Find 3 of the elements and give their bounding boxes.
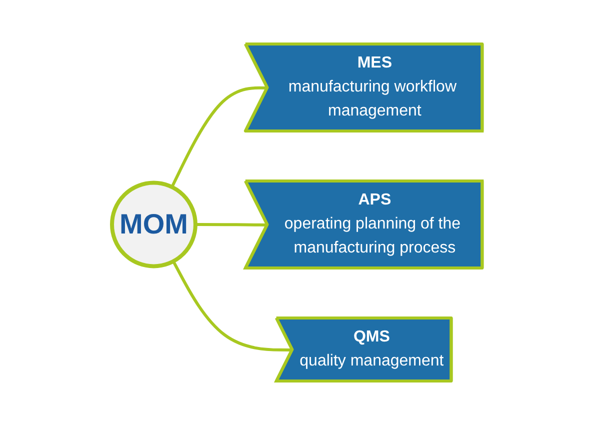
connector	[171, 86, 268, 188]
node-circle: MOM	[110, 180, 198, 268]
connector	[196, 223, 268, 226]
